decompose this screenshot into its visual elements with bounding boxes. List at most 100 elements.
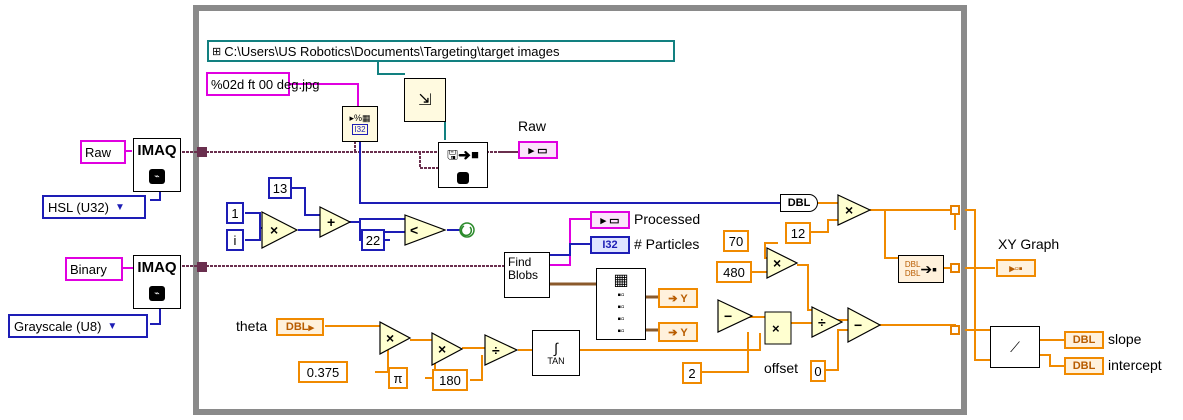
xy-graph-indicator[interactable]: ▸▫▪ xyxy=(996,259,1036,277)
constant-2-value: 2 xyxy=(688,365,696,381)
binary-name-value: Binary xyxy=(70,261,107,277)
float-tunnel-3 xyxy=(950,325,960,335)
raw-name-constant[interactable]: Raw xyxy=(80,140,126,164)
dbl-label: DBL xyxy=(1072,360,1096,372)
format-icon: ▸%▦ xyxy=(349,113,371,123)
multiply-node-4 xyxy=(379,321,412,355)
dropdown-arrow-icon: ▼ xyxy=(114,201,125,213)
svg-text:÷: ÷ xyxy=(492,342,500,358)
float-tunnel-1 xyxy=(950,205,960,215)
find-blobs-label: Find Blobs xyxy=(508,255,539,282)
iteration-terminal[interactable]: i xyxy=(226,229,244,251)
arith-nodes xyxy=(261,194,882,366)
unbundle-y-node-2[interactable]: ➔ Y xyxy=(658,322,698,342)
to-double-node[interactable]: DBL xyxy=(780,194,818,212)
image-tunnel-binary xyxy=(197,262,207,272)
index-array-node[interactable]: ▦ ▪▫▪▫▪▫▪▫ xyxy=(596,268,646,340)
constant-13[interactable]: 13 xyxy=(268,177,292,199)
divide-node-2 xyxy=(811,306,844,338)
path-value: C:\Users\US Robotics\Documents\Targeting… xyxy=(224,43,560,59)
imaq-icon: ⌁ xyxy=(149,286,165,301)
particles-indicator[interactable]: I32 xyxy=(590,236,630,254)
xy-graph-label: XY Graph xyxy=(998,236,1060,252)
unbundle-y-icon: ➔ Y xyxy=(668,326,688,339)
multiply-node-5 xyxy=(431,332,464,366)
constant-0375[interactable]: 0.375 xyxy=(298,361,348,383)
constant-12[interactable]: 12 xyxy=(785,222,811,244)
svg-text:+: + xyxy=(327,214,335,230)
constant-pi-value: π xyxy=(393,370,403,386)
constant-pi[interactable]: π xyxy=(388,367,408,389)
multiply-node-3 xyxy=(766,247,799,279)
build-path-node[interactable]: ⇲ xyxy=(404,78,446,122)
format-string-constant[interactable]: %02d ft 00 deg.jpg xyxy=(206,72,319,96)
svg-text:×: × xyxy=(270,222,278,238)
iteration-value: i xyxy=(233,232,237,248)
svg-text:<: < xyxy=(410,222,418,238)
format-into-string-node[interactable]: ▸%▦ I32 xyxy=(342,106,378,142)
constant-480[interactable]: 480 xyxy=(716,261,752,283)
constant-12-value: 12 xyxy=(790,225,806,241)
imaq-badge-icon xyxy=(457,172,469,184)
constant-70-value: 70 xyxy=(728,233,744,249)
svg-text:×: × xyxy=(773,255,781,271)
constant-480-value: 480 xyxy=(723,264,745,280)
processed-image-indicator[interactable]: ▸ ▭ xyxy=(590,211,630,229)
imaq-create-node-binary[interactable]: IMAQ ⌁ xyxy=(133,255,181,309)
theta-control[interactable]: DBL▸ xyxy=(276,318,324,336)
string-wires xyxy=(122,83,590,269)
svg-text:×: × xyxy=(845,202,853,218)
arctan-node[interactable]: ∫ TAN xyxy=(532,330,580,376)
dropdown-arrow-icon: ▼ xyxy=(107,320,118,332)
raw-image-indicator[interactable]: ▸ ▭ xyxy=(518,141,558,159)
tan-curve-icon: ∫ xyxy=(554,340,558,356)
i32-label: I32 xyxy=(602,239,618,251)
subtract-node-2 xyxy=(847,307,882,343)
format-string-value: %02d ft 00 deg.jpg xyxy=(211,76,320,92)
hsl-type-value: HSL (U32) xyxy=(48,199,109,215)
divide-node-1 xyxy=(484,334,519,366)
linear-fit-icon: ⟋ xyxy=(1010,338,1020,355)
constant-22[interactable]: 22 xyxy=(361,229,385,251)
image-type-ring-grayscale[interactable]: Grayscale (U8) ▼ xyxy=(8,314,148,338)
svg-text:−: − xyxy=(724,308,732,324)
raw-name-value: Raw xyxy=(85,144,112,160)
gray-type-value: Grayscale (U8) xyxy=(14,318,102,334)
find-blobs-subvi[interactable]: Find Blobs xyxy=(504,252,550,298)
tan-label: TAN xyxy=(547,356,565,366)
unbundle-y-node-1[interactable]: ➔ Y xyxy=(658,288,698,308)
unbundle-y-icon: ➔ Y xyxy=(668,292,688,305)
i32-terminal: I32 xyxy=(352,124,368,135)
imaq-icon: ⌁ xyxy=(149,169,165,184)
imaq-create-node-raw[interactable]: IMAQ ⌁ xyxy=(133,138,181,192)
intercept-indicator[interactable]: DBL xyxy=(1064,357,1104,375)
constant-13-value: 13 xyxy=(272,180,288,196)
image-indicator-icon: ▸ ▭ xyxy=(528,144,548,157)
constant-1[interactable]: 1 xyxy=(226,202,244,224)
constant-0-value: 0 xyxy=(814,363,822,379)
cluster-wires xyxy=(548,282,660,332)
while-loop-frame xyxy=(193,5,967,415)
imaq-label: IMAQ xyxy=(137,142,177,159)
slope-indicator[interactable]: DBL xyxy=(1064,331,1104,349)
svg-text:×: × xyxy=(772,321,780,336)
write-image-file-node[interactable]: 🖫➜■ xyxy=(438,142,488,188)
constant-180[interactable]: 180 xyxy=(432,369,468,391)
float-tunnel-2 xyxy=(950,263,960,273)
image-indicator-icon: ▸ ▭ xyxy=(600,214,620,227)
path-constant[interactable]: ⊞ C:\Users\US Robotics\Documents\Targeti… xyxy=(207,40,675,62)
linear-fit-node[interactable]: ⟋ xyxy=(990,326,1040,368)
binary-name-constant[interactable]: Binary xyxy=(65,257,123,281)
image-type-ring-hsl[interactable]: HSL (U32) ▼ xyxy=(42,195,146,219)
constant-0375-value: 0.375 xyxy=(306,364,340,380)
control-arrow-icon: ▸ xyxy=(308,321,315,334)
constant-1-value: 1 xyxy=(231,205,239,221)
grid-icon: ▦ xyxy=(613,272,629,289)
less-than-node xyxy=(404,214,447,246)
particles-indicator-label: # Particles xyxy=(634,236,700,252)
constant-2[interactable]: 2 xyxy=(682,362,702,384)
subtract-node-1 xyxy=(717,299,754,333)
constant-0[interactable]: 0 xyxy=(810,360,826,382)
constant-70[interactable]: 70 xyxy=(723,230,749,252)
